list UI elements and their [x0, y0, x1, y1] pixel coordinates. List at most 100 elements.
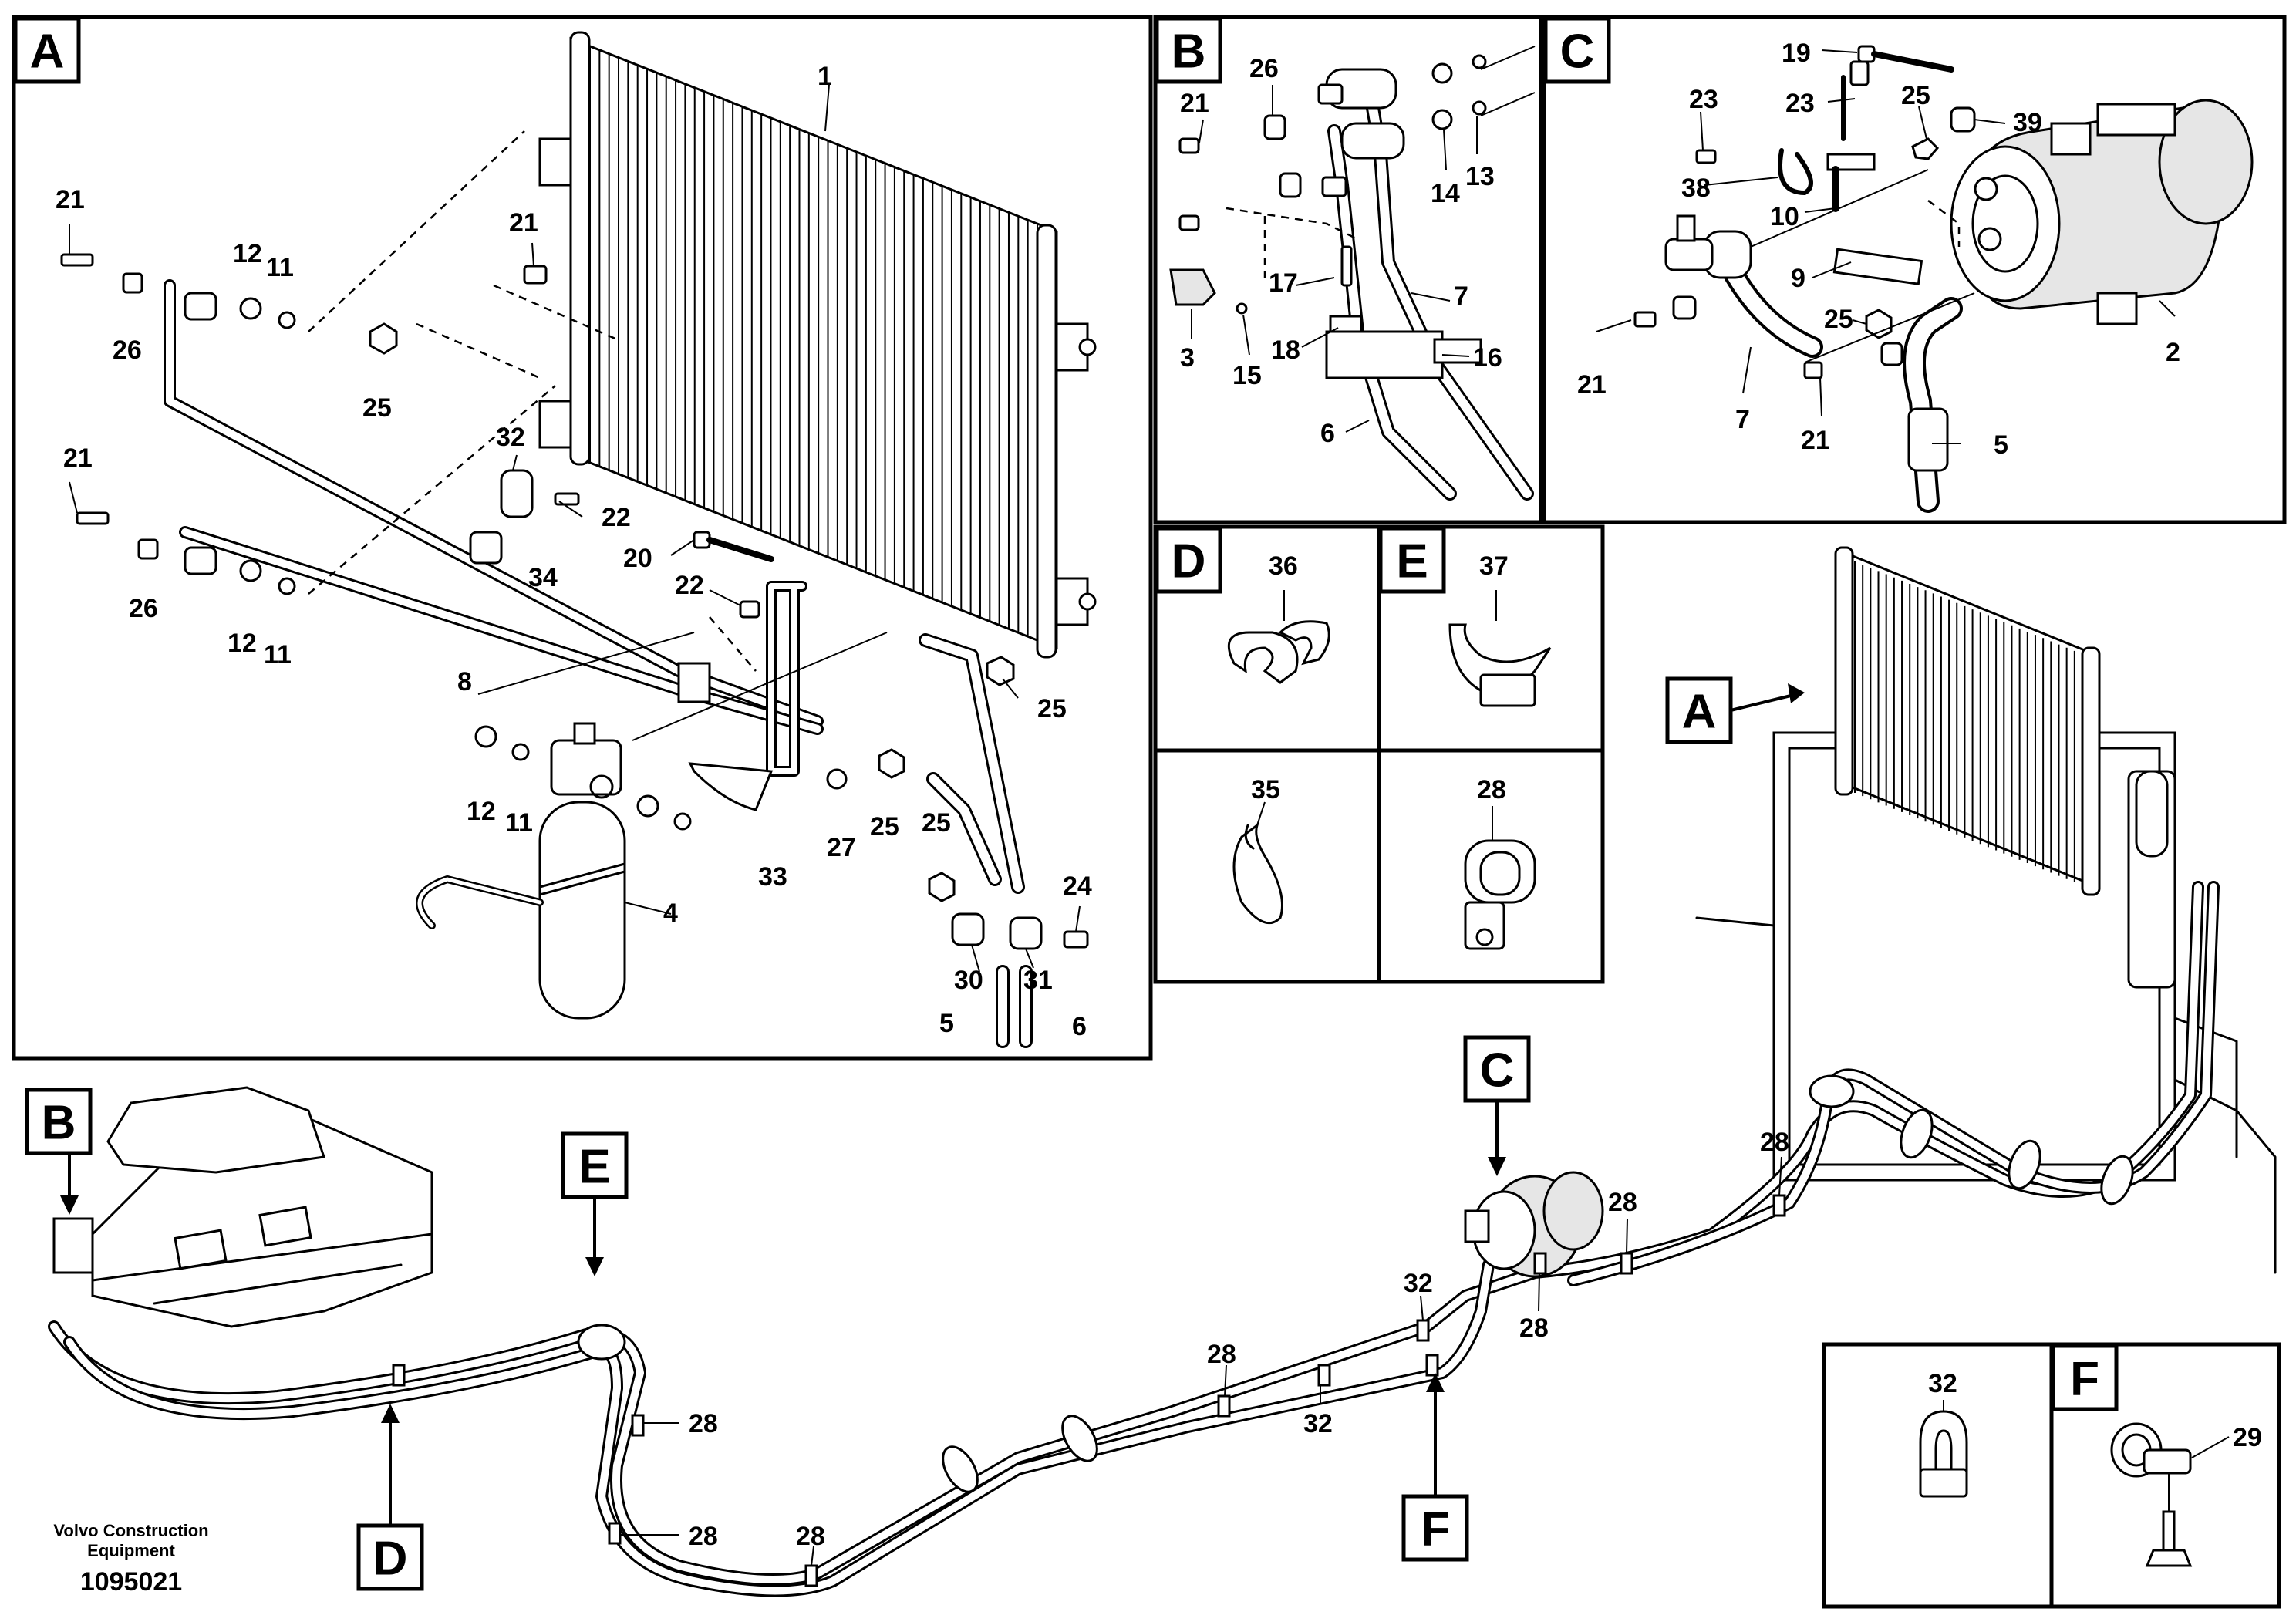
callout: 11 — [266, 253, 294, 282]
callout: 25 — [1824, 305, 1853, 334]
condenser-drawing — [538, 31, 1097, 659]
svg-text:C: C — [1560, 25, 1595, 79]
leaders-a — [69, 84, 1081, 973]
tag-a-callout: A — [1665, 676, 1805, 744]
clamp-markers — [392, 1194, 1786, 1587]
leaders-de — [1256, 590, 1497, 841]
callout: 2 — [2166, 338, 2180, 367]
callout: 27 — [827, 833, 856, 862]
tag-f-callout: F — [1401, 1373, 1469, 1562]
callout: 16 — [1473, 343, 1502, 373]
callout: 6 — [1072, 1012, 1087, 1041]
svg-text:D: D — [373, 1533, 408, 1586]
callout: 13 — [1465, 162, 1495, 191]
tag-e-callout: E — [561, 1131, 629, 1276]
clamp-35-drawing — [1232, 821, 1283, 925]
callout: 4 — [663, 899, 678, 928]
callout: 11 — [264, 640, 292, 669]
callout: 22 — [602, 503, 631, 532]
panel-c-tag: C — [1543, 16, 1611, 84]
callout: 5 — [939, 1009, 954, 1038]
callout: 22 — [675, 571, 704, 600]
panel-b-drawing — [1169, 46, 1536, 501]
callout: 21 — [1801, 426, 1830, 455]
callout: 28 — [1207, 1340, 1236, 1369]
callout: 11 — [505, 808, 533, 838]
svg-text:C: C — [1480, 1044, 1515, 1098]
callout: 26 — [129, 594, 158, 623]
callout: 1 — [818, 62, 832, 91]
callout: 36 — [1269, 551, 1298, 581]
callout: 28 — [689, 1522, 718, 1551]
callout: 34 — [528, 563, 558, 592]
callout: 30 — [954, 966, 983, 995]
callout: 24 — [1063, 872, 1092, 901]
callout: 19 — [1782, 39, 1811, 68]
callout: 3 — [1180, 343, 1195, 373]
callout: 37 — [1479, 551, 1509, 581]
tag-c-callout: C — [1463, 1035, 1531, 1176]
callout: 12 — [228, 629, 257, 658]
callout: 28 — [796, 1522, 825, 1551]
hose-routing-drawing — [48, 881, 2220, 1597]
dashed-leaders-a — [308, 130, 757, 672]
callout: 32 — [1928, 1369, 1957, 1398]
callout: 10 — [1770, 202, 1799, 231]
leaders-c — [1596, 49, 2176, 444]
callout: 28 — [1760, 1128, 1789, 1157]
company-name-line1: Volvo Construction — [53, 1521, 208, 1540]
clamp-37-drawing — [1448, 623, 1552, 707]
callout: 35 — [1251, 775, 1280, 804]
compressor-overview-drawing — [1464, 1171, 1604, 1278]
svg-text:E: E — [578, 1141, 610, 1194]
svg-text:A: A — [1682, 686, 1717, 739]
callout: 25 — [922, 808, 951, 838]
callout: 32 — [1404, 1269, 1433, 1298]
svg-text:A: A — [30, 25, 65, 79]
callout: 21 — [1180, 89, 1209, 118]
callout: 28 — [1608, 1188, 1637, 1217]
leaders-overview — [621, 1156, 1782, 1566]
callout: 26 — [1249, 54, 1279, 83]
hvac-unit-drawing — [52, 1086, 433, 1328]
panel-b-frame — [1153, 15, 1543, 524]
company-name-line2: Equipment — [87, 1541, 175, 1560]
tag-b-callout: B — [25, 1088, 93, 1215]
callout: 21 — [63, 443, 93, 473]
svg-text:F: F — [2070, 1353, 2099, 1406]
panel-c-frame — [1542, 15, 2287, 524]
clip-32-drawing — [1919, 1410, 1968, 1498]
clamp-36-drawing — [1227, 620, 1330, 684]
panel-a-tag: A — [13, 16, 81, 84]
callout: 12 — [233, 239, 262, 268]
callout: 25 — [1037, 694, 1067, 723]
svg-text:B: B — [1172, 25, 1206, 79]
leaders-f — [1943, 1400, 2230, 1458]
panel-d-tag: D — [1155, 526, 1222, 594]
fittings-a-drawing — [60, 253, 1089, 1048]
panel-c-drawing — [1633, 45, 2254, 513]
callout: 26 — [113, 336, 142, 365]
callout: 9 — [1791, 264, 1805, 293]
svg-text:B: B — [42, 1097, 76, 1150]
panel-e-tag: E — [1378, 526, 1446, 594]
callout: 7 — [1454, 282, 1468, 311]
callout: 6 — [1320, 419, 1335, 448]
svg-text:F: F — [1421, 1503, 1450, 1556]
callout: 5 — [1994, 430, 2008, 460]
callout: 25 — [1901, 81, 1930, 110]
callout: 18 — [1271, 336, 1300, 365]
clip-29-drawing — [2110, 1422, 2193, 1567]
callout: 32 — [496, 423, 525, 452]
callout: 28 — [689, 1409, 718, 1438]
callout: 14 — [1431, 179, 1460, 208]
callout: 39 — [2013, 108, 2042, 137]
callout: 21 — [56, 185, 85, 214]
callout: 21 — [509, 208, 538, 238]
callout: 12 — [467, 797, 496, 826]
panel-a-frame — [12, 15, 1153, 1061]
callout: 28 — [1477, 775, 1506, 804]
callout: 31 — [1023, 966, 1053, 995]
panel-f-tag: F — [2051, 1344, 2119, 1411]
